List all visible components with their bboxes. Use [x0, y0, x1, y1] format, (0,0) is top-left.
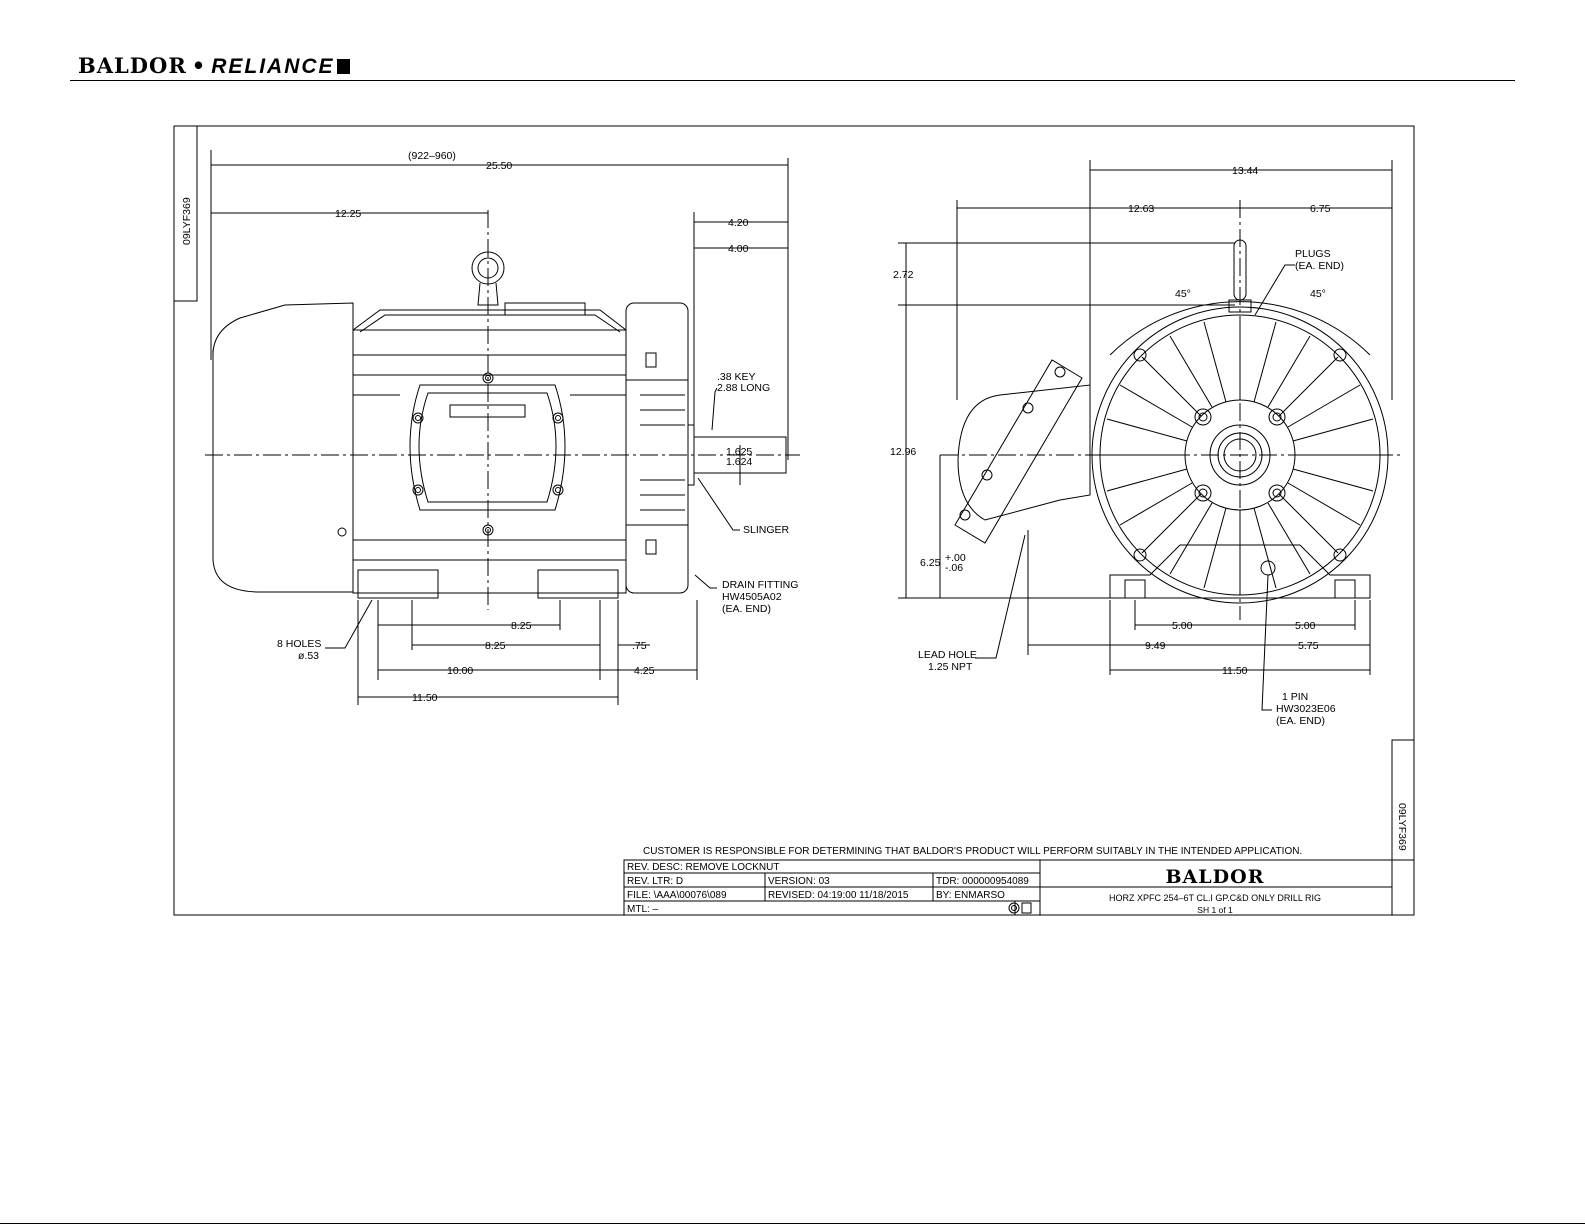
dim-overall: 25.50 [486, 160, 512, 172]
dim-shaft-dia-1: 1.625 [726, 446, 752, 458]
tdr: TDR: 000000954089 [936, 876, 1029, 887]
brand-logo: BALDOR•RELIANCE [78, 53, 350, 79]
dim-overall-height: 12.96 [890, 446, 916, 458]
note-slinger: SLINGER [743, 524, 790, 536]
note-drain-2: HW4505A02 [722, 591, 782, 603]
title-block: CUSTOMER IS RESPONSIBLE FOR DETERMINING … [623, 846, 1415, 916]
conduit-box-end [957, 384, 1091, 521]
note-plugs-2: (EA. END) [1295, 260, 1344, 272]
version: VERSION: 03 [768, 876, 830, 887]
sheet-number: SH 1 of 1 [1197, 905, 1233, 915]
dim-foot-span-a: 8.25 [511, 620, 532, 632]
dim-foot-span-b: 8.25 [485, 640, 506, 652]
material: MTL: – [627, 904, 659, 915]
disclaimer: CUSTOMER IS RESPONSIBLE FOR DETERMINING … [643, 846, 1302, 857]
dim-overall-mm: (922–960) [408, 150, 456, 162]
note-key-1: .38 KEY [717, 371, 756, 383]
drawn-by: BY: ENMARSO [936, 890, 1005, 901]
note-key-2: 2.88 LONG [717, 382, 770, 394]
note-pin-3: (EA. END) [1276, 715, 1325, 727]
foot-left [357, 569, 439, 599]
title-block-company: BALDOR [1166, 866, 1265, 888]
dim-angle-right: 45° [1310, 288, 1326, 300]
drawing-frame [173, 125, 1415, 916]
note-pin-1: 1 PIN [1282, 691, 1308, 703]
dim-shaft-ext-2: 4.00 [728, 243, 749, 255]
side-view: (922–960) 25.50 12.25 4.20 4.00 .38 KEY … [205, 150, 800, 705]
pin [1260, 560, 1276, 576]
dim-foot-to-end: .75 [632, 640, 647, 652]
logo-mark-icon [336, 59, 350, 74]
dim-tol-minus: -.06 [945, 562, 963, 574]
dim-angle-left: 45° [1175, 288, 1191, 300]
note-holes-2: ø.53 [298, 650, 319, 662]
dim-base-width: 11.50 [1222, 665, 1248, 677]
dim-foot-right: 5.00 [1295, 620, 1316, 632]
id-box-top [173, 125, 198, 302]
dim-base-width-b: 11.50 [412, 692, 438, 704]
dim-lead-to-center: 9.49 [1145, 640, 1166, 652]
rev-desc: REV. DESC: REMOVE LOCKNUT [627, 862, 779, 873]
note-lead-1: LEAD HOLE [918, 649, 977, 661]
drawing-id-bottom: 09LYF369 [1396, 803, 1408, 851]
dim-shaft-height: 6.25 [920, 557, 941, 569]
end-feet [1109, 544, 1371, 599]
dim-center-to-edge: 5.75 [1298, 640, 1319, 652]
note-lead-2: 1.25 NPT [928, 661, 973, 673]
dim-overall-width: 13.44 [1232, 165, 1258, 177]
dim-foot-left: 5.00 [1172, 620, 1193, 632]
dim-eye-height: 2.72 [893, 269, 914, 281]
note-plugs-1: PLUGS [1295, 248, 1331, 260]
dim-shaft-dia-2: 1.624 [726, 456, 752, 468]
drawing-id-top: 09LYF369 [181, 197, 193, 245]
note-drain-3: (EA. END) [722, 603, 771, 615]
end-bracket [625, 302, 689, 594]
file-path: FILE: \AAA\00076\089 [627, 890, 727, 901]
dim-tol-plus: +.00 [945, 552, 966, 564]
header-rule [70, 80, 1515, 81]
dim-shaft-ext-1: 4.20 [728, 217, 749, 229]
revised: REVISED: 04:19:00 11/18/2015 [768, 890, 909, 901]
end-view: 13.44 12.63 6.75 2.72 12.96 6.25 +.00 -.… [890, 160, 1400, 727]
dim-eye: 12.25 [335, 208, 361, 220]
note-holes-1: 8 HOLES [277, 638, 321, 650]
note-drain-1: DRAIN FITTING [722, 579, 798, 591]
dim-to-center-left: 12.63 [1128, 203, 1154, 215]
dim-base-width-a: 10.00 [447, 665, 473, 677]
drawing-description: HORZ XPFC 254–6T CL.I GP.C&D ONLY DRILL … [1109, 893, 1321, 903]
footer-rule [0, 1223, 1585, 1224]
foot-right [537, 569, 619, 599]
motor-frame [352, 329, 627, 594]
page-header: BALDOR•RELIANCE [0, 0, 1585, 90]
rev-ltr: REV. LTR: D [627, 876, 683, 887]
fan-cover [212, 302, 354, 593]
note-pin-2: HW3023E06 [1276, 703, 1336, 715]
dim-to-center-right: 6.75 [1310, 203, 1331, 215]
dim-end: 4.25 [634, 665, 655, 677]
